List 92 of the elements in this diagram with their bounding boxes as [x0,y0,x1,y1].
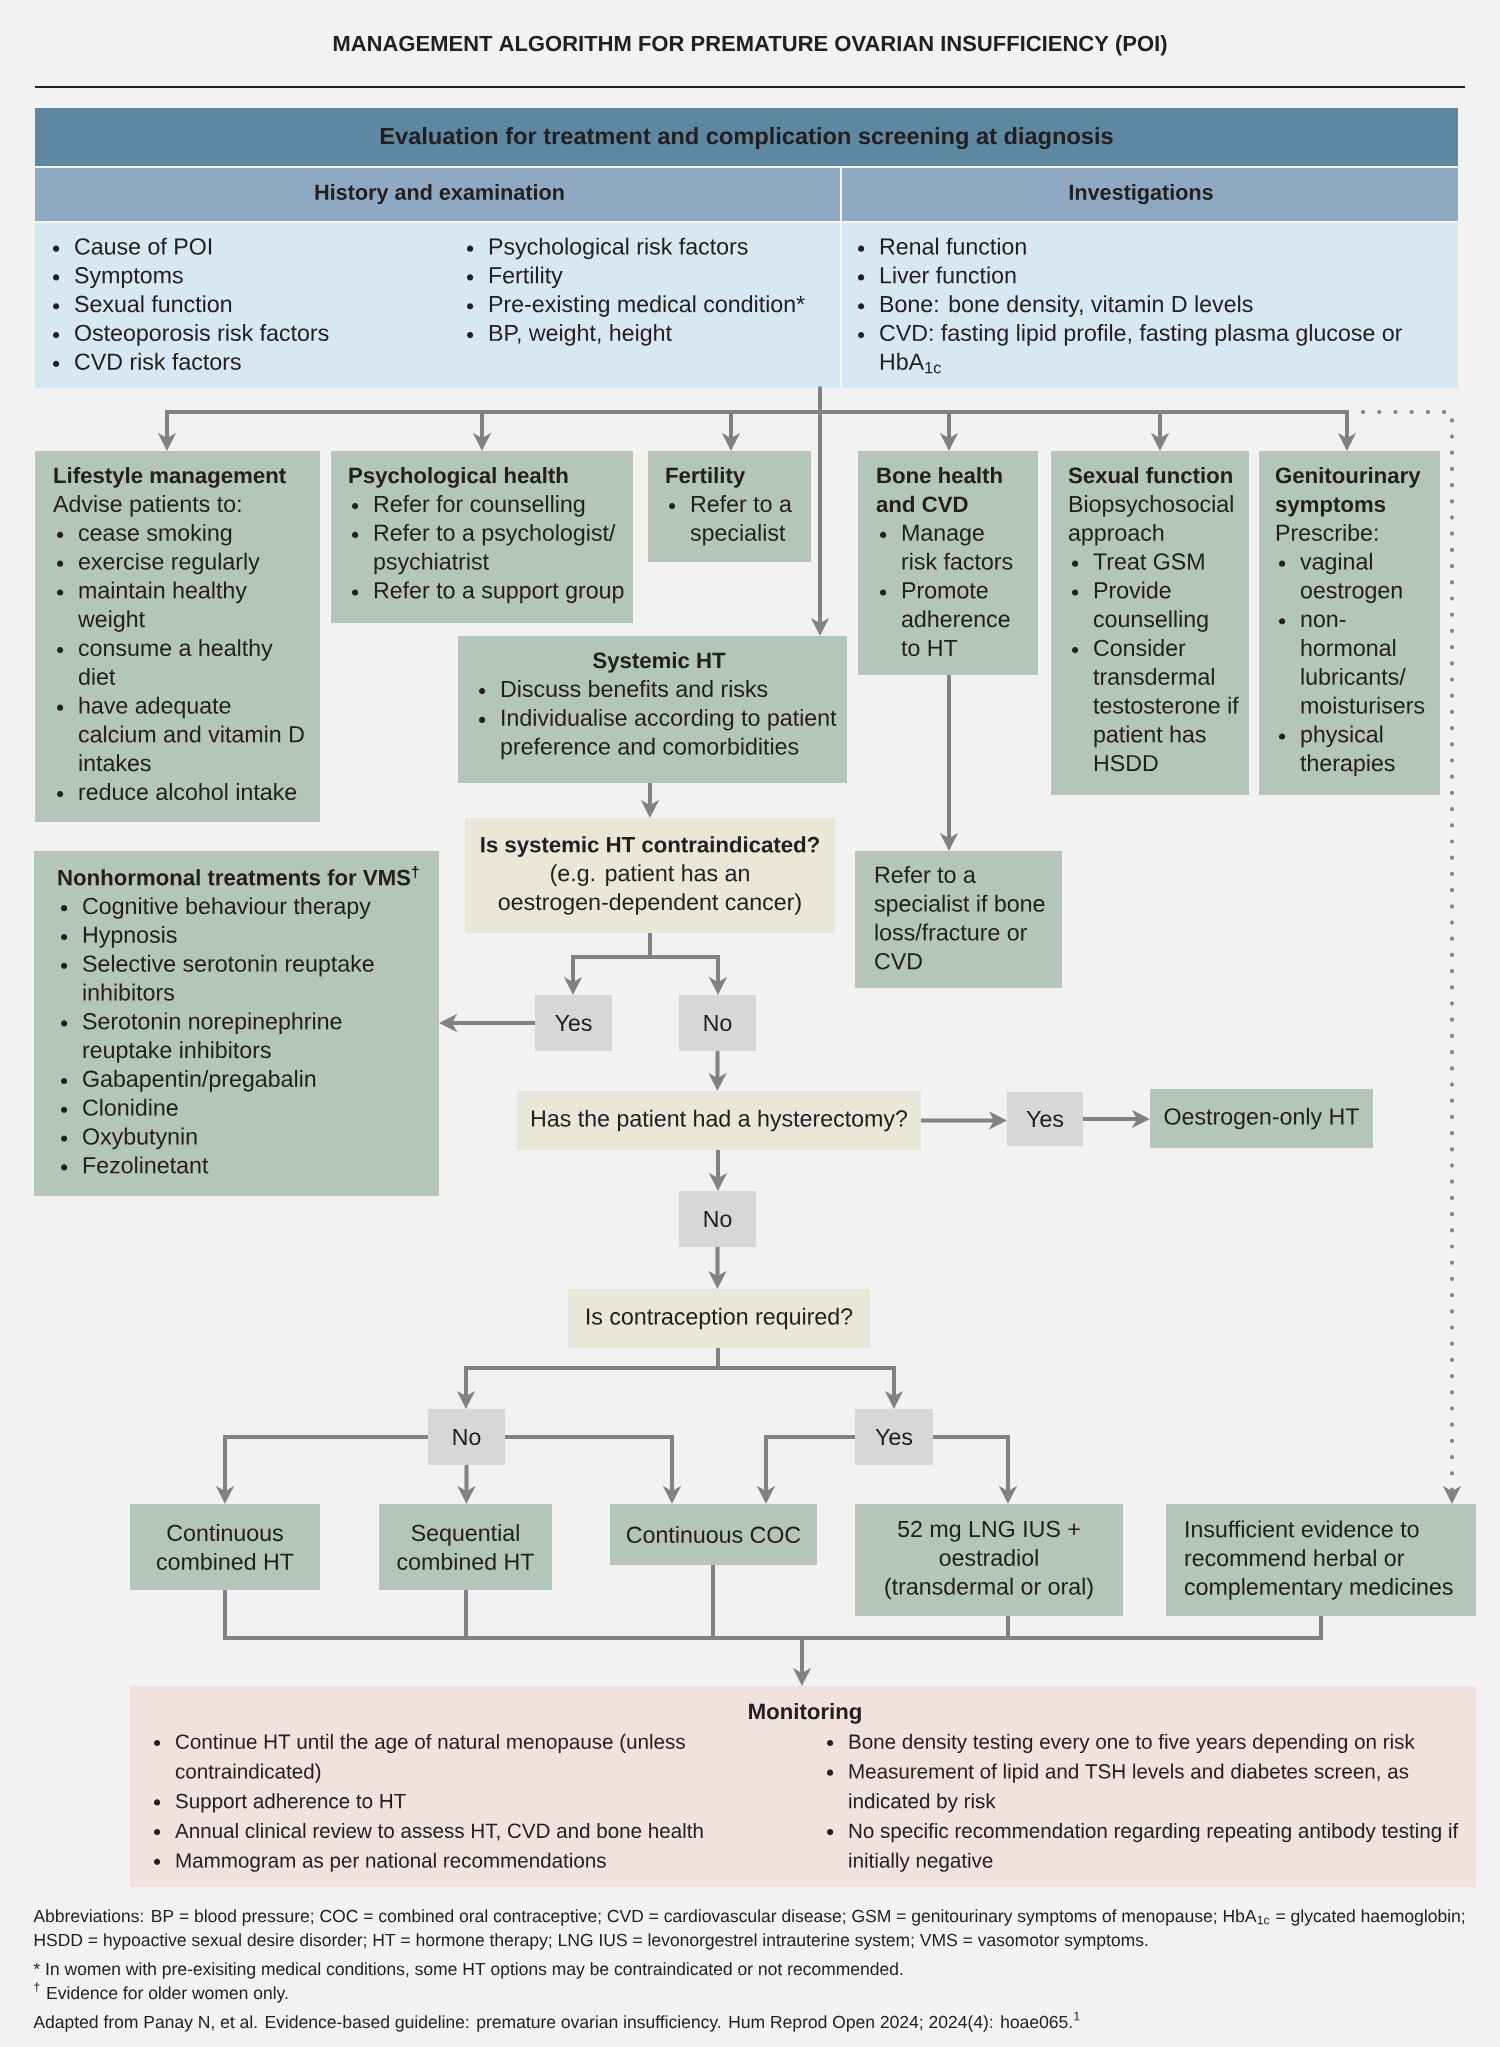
list-item: Continue HT until the age of natural menopause (unless contraindicated) [175,1733,685,1783]
box-text: Prescribe: [1276,523,1378,541]
answer-box: Yes [855,1409,933,1465]
answer-box: No [679,1191,756,1247]
list-item: Clonidine [83,1098,178,1116]
treatment-box: Insufficient evidence to recommend herbal or complementary medicines [1166,1504,1476,1616]
list-item: Sexual function [75,295,232,313]
list-item: cease smoking [78,523,232,546]
action-box [648,451,811,562]
monitoring-box [130,1686,1476,1887]
list-item: Serotonin norepinephrine reuptake inhibitors [83,1012,342,1063]
box-heading: Fertility [666,467,746,488]
list-item: Mammogram as per national recommendations [176,1852,606,1872]
list-item: Individualise according to patient preference and comorbidities [501,708,837,760]
list-item: Cognitive behaviour therapy [83,897,371,919]
answer-box: Yes [1007,1092,1083,1146]
treatment-box: 52 mg LNG IUS + oestradiol (transdermal or oral) [855,1504,1123,1616]
box-heading: Systemic HT [593,652,726,673]
action-box [34,851,439,1196]
list-item: Oxybutynin [83,1127,197,1150]
list-item: Consider transdermal testosterone if patient has HSDD [1093,639,1239,772]
column-heading: History and examination [315,184,564,205]
action-box [1051,451,1249,795]
list-item: physical therapies [1300,725,1395,776]
box-heading: Sexual function [1068,467,1232,484]
answer-box: No [679,995,756,1051]
list-item: Refer to a specialist [690,495,792,546]
answer-box: Yes [535,995,612,1051]
footnote: $^{†}$ Evidence for older women only. [34,1982,288,2003]
list-item: Symptoms [75,267,183,289]
list-item: Refer to a support group [374,581,624,604]
box-heading: Bone health and CVD [876,467,1002,513]
column-heading: Investigations [1069,184,1213,205]
list-item: Liver function [880,266,1016,284]
source-note: Adapted from Panay N, et al. Evidence-based guideline: premature ovarian insufficiency. Hum Reprod Open 2024; 2024(4): hoae065.$^{1}$ [33,2011,1080,2032]
list-item: CVD risk factors [75,352,241,370]
list-item: No specific recommendation regarding repeating antibody testing if initially negative [849,1822,1459,1872]
box-text: Advise patients to: [53,495,241,517]
list-item: Provide counselling [1093,581,1208,632]
list-item: Osteoporosis risk factors [75,324,329,346]
action-box [458,636,847,783]
list-item: Discuss benefits and risks [501,680,768,698]
list-item: BP, weight, height [489,324,672,346]
abbreviations-note: Abbreviations: BP = blood pressure; COC = combined oral contraceptive; CVD = cardiovascular disease; GSM = genitourinary symptoms of menopause; HbA$_{1c}$ = glycated haemoglobin; HSDD = hypoactive sexual desire disorder; HT = hormone therapy; LNG IUS = levonorgestrel intrauterine system; VMS = vasomotor symptoms. [33,1909,1465,1950]
list-item: Fezolinetant [83,1156,209,1174]
list-item: Cause of POI [75,237,212,255]
table-heading: Evaluation for treatment and complication screening at diagnosis [380,127,1113,150]
action-box [331,451,633,623]
list-item: Refer for counselling [374,495,585,517]
box-text: Biopsychosocial approach [1068,495,1233,546]
box-text: (e.g. patient has an oestrogen-dependent cancer) [498,864,801,915]
list-item: Hypnosis [83,926,177,948]
list-item: reduce alcohol intake [79,783,297,801]
list-item: Gabapentin/pregabalin [83,1070,316,1092]
decision-box [465,818,835,933]
list-item: Psychological risk factors [489,237,748,260]
list-item: Refer to a psychologist/ psychiatrist [374,523,616,575]
list-item: CVD: fasting lipid profile, fasting plasma glucose or HbA$_{1c}$ [880,324,1403,374]
treatment-box: Continuous COC [610,1504,817,1565]
footnote: * In women with pre-exisiting medical conditions, some HT options may be contraindicated or not recommended. [33,1962,903,1979]
list-item: Renal function [880,237,1026,255]
answer-box: No [428,1409,505,1465]
list-item: Fertility [489,266,563,289]
decision-box: Is contraception required? [568,1289,870,1348]
action-box [35,451,320,822]
action-box [858,451,1038,675]
list-item: Annual clinical review to assess HT, CVD and bone health [175,1822,703,1841]
list-item: Treat GSM [1093,553,1204,570]
list-item: Promote adherence to HT [901,582,1010,657]
list-item: Selective serotonin reuptake inhibitors [83,954,374,1001]
box-heading: Psychological health [349,467,568,488]
table-column [35,168,840,388]
decision-box: Has the patient had a hysterectomy? [517,1091,921,1150]
treatment-box: Sequential combined HT [379,1504,552,1590]
action-box [1259,451,1440,795]
list-item: Bone: bone density, vitamin D levels [880,295,1253,317]
treatment-box: Continuous combined HT [130,1504,320,1590]
box-heading: Lifestyle management [54,467,286,488]
list-item: Support adherence to HT [175,1793,406,1813]
action-box: Refer to a specialist if bone loss/fracture or CVD [855,851,1062,988]
treatment-box: Oestrogen-only HT [1150,1089,1373,1148]
list-item: Bone density testing every one to five years depending on risk [849,1733,1415,1754]
list-item: Measurement of lipid and TSH levels and diabetes screen, as indicated by risk [849,1763,1409,1813]
question-text: Is systemic HT contraindicated? [481,836,819,857]
title: MANAGEMENT ALGORITHM FOR PREMATURE OVARIAN INSUFFICIENCY (POI) [333,35,1167,56]
box-heading: Nonhormonal treatments for VMS$^{†}$ [58,866,419,886]
list-item: Pre-existing medical condition* [489,295,805,317]
box-heading: Monitoring [749,1703,861,1724]
table-column [842,168,1458,388]
box-heading: Genitourinary symptoms [1275,467,1421,517]
list-item: exercise regularly [78,552,260,575]
list-item: Manage risk factors [902,524,1013,570]
